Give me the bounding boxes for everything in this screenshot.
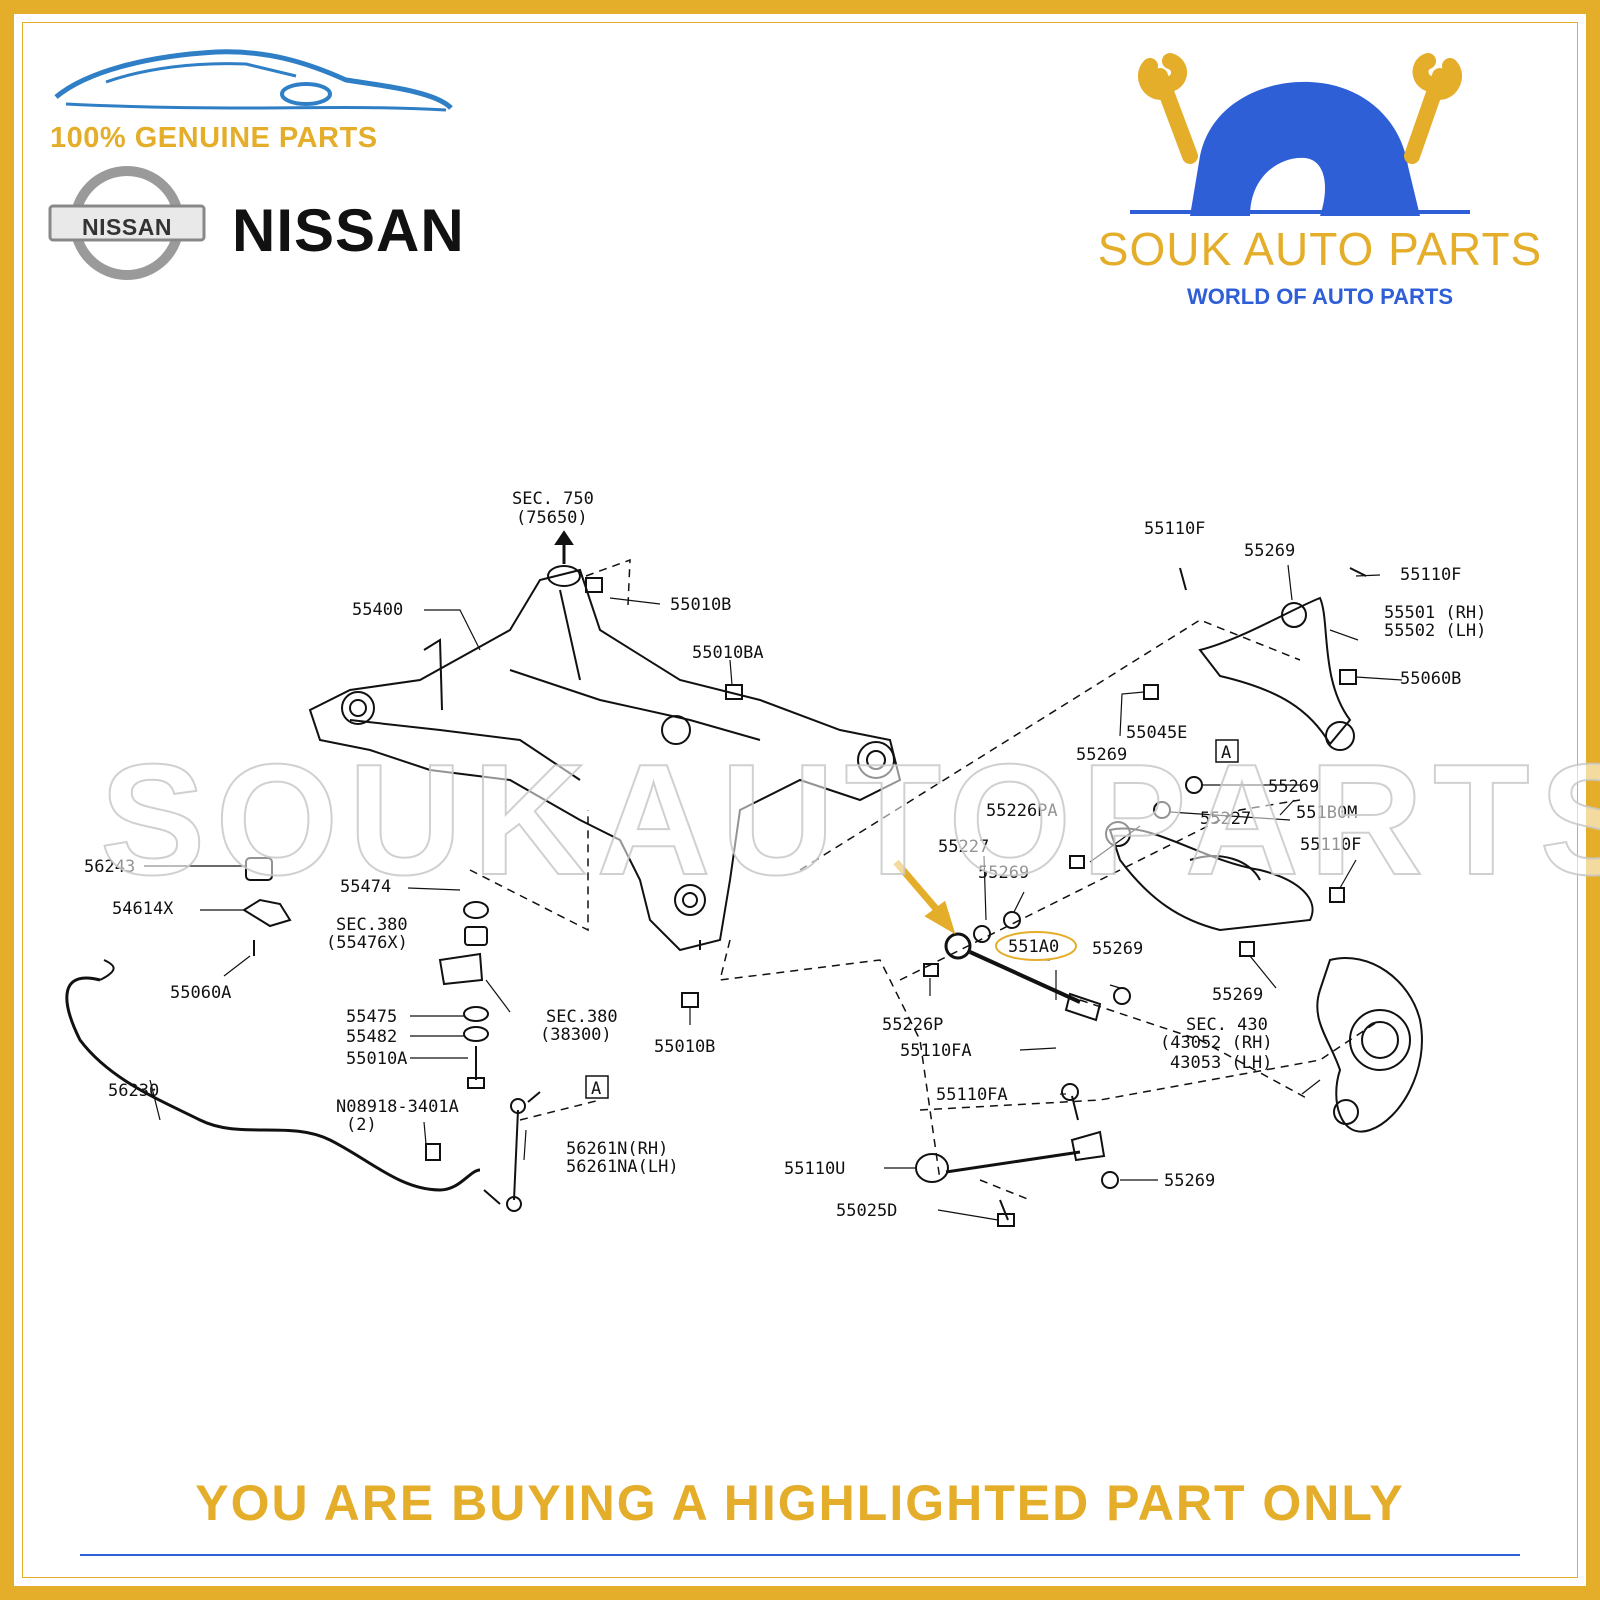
souk-logo-icon bbox=[1130, 53, 1470, 216]
label-43053: 43053 (LH) bbox=[1170, 1053, 1272, 1073]
brand-name: NISSAN bbox=[232, 197, 465, 264]
label-551b0m: 551B0M bbox=[1296, 803, 1357, 823]
nissan-emblem-icon bbox=[48, 166, 206, 280]
label-56230: 56230 bbox=[108, 1081, 159, 1101]
label-55025d: 55025D bbox=[836, 1201, 897, 1221]
label-55227-b: 55227 bbox=[1200, 809, 1251, 829]
label-55110f-r3: 55110F bbox=[1300, 835, 1361, 855]
shop-tagline: WORLD OF AUTO PARTS bbox=[1186, 284, 1454, 309]
label-sec750: SEC. 750 bbox=[512, 489, 594, 509]
label-55269-mid: 55269 bbox=[1076, 745, 1127, 765]
label-55010b-top: 55010B bbox=[670, 595, 731, 615]
label-sec430: SEC. 430 bbox=[1186, 1015, 1268, 1035]
highlight-ellipse bbox=[995, 931, 1077, 961]
label-55400: 55400 bbox=[352, 600, 403, 620]
label-55475: 55475 bbox=[346, 1007, 397, 1027]
label-56243: 56243 bbox=[84, 857, 135, 877]
label-551a0: 551A0 bbox=[1008, 937, 1059, 957]
label-sec380a-sub: (55476X) bbox=[326, 933, 408, 953]
label-55045e: 55045E bbox=[1126, 723, 1187, 743]
pointer-arrow-icon bbox=[893, 859, 956, 935]
lower-link-55110u bbox=[915, 1083, 1119, 1227]
label-box-a-right: A bbox=[1221, 743, 1231, 763]
nissan-emblem-text: NISSAN bbox=[82, 214, 172, 240]
shop-name: SOUK AUTO PARTS bbox=[1097, 223, 1543, 275]
label-55110f-right: 55110F bbox=[1400, 565, 1461, 585]
label-55502: 55502 (LH) bbox=[1384, 621, 1486, 641]
label-55269-f: 55269 bbox=[1164, 1171, 1215, 1191]
label-55110fa-a: 55110FA bbox=[900, 1041, 972, 1061]
label-55110fa-b: 55110FA bbox=[936, 1085, 1008, 1105]
label-55474: 55474 bbox=[340, 877, 391, 897]
parts-diagram: SEC. 750 (75650) 55400 55010B 55010BA 56… bbox=[65, 489, 1486, 1227]
label-56261-rh: 56261N(RH) bbox=[566, 1139, 668, 1159]
label-sec380b: SEC.380 bbox=[546, 1007, 618, 1027]
label-55269-r2: 55269 bbox=[1268, 777, 1319, 797]
label-56261-lh: 56261NA(LH) bbox=[566, 1157, 679, 1177]
footer-notice: YOU ARE BUYING A HIGHLIGHTED PART ONLY bbox=[195, 1475, 1405, 1531]
footer-divider bbox=[80, 1554, 1520, 1556]
highlighted-link-551a0 bbox=[923, 911, 1131, 1022]
label-55501: 55501 (RH) bbox=[1384, 603, 1486, 623]
label-sec380b-sub: (38300) bbox=[540, 1025, 612, 1045]
label-43052: (43052 (RH) bbox=[1160, 1033, 1273, 1053]
subframe-55400 bbox=[308, 565, 902, 952]
label-55269-c: 55269 bbox=[978, 863, 1029, 883]
label-55110f-top: 55110F bbox=[1144, 519, 1205, 539]
label-08918-qty: (2) bbox=[346, 1115, 377, 1135]
label-55269-e: 55269 bbox=[1212, 985, 1263, 1005]
label-55269-d: 55269 bbox=[1092, 939, 1143, 959]
label-55060b: 55060B bbox=[1400, 669, 1461, 689]
inner-frame bbox=[22, 22, 1578, 1578]
label-55110u: 55110U bbox=[784, 1159, 845, 1179]
label-55227-a: 55227 bbox=[938, 837, 989, 857]
label-sec380a: SEC.380 bbox=[336, 915, 408, 935]
label-box-a-left: A bbox=[591, 1079, 601, 1099]
label-55010ba: 55010BA bbox=[692, 643, 764, 663]
label-55010b-bottom: 55010B bbox=[654, 1037, 715, 1057]
label-55482: 55482 bbox=[346, 1027, 397, 1047]
label-55269-top: 55269 bbox=[1244, 541, 1295, 561]
label-sec750-sub: (75650) bbox=[516, 508, 588, 528]
label-55226p: 55226P bbox=[882, 1015, 943, 1035]
label-08918: N08918-3401A bbox=[336, 1097, 459, 1117]
label-55060a: 55060A bbox=[170, 983, 231, 1003]
genuine-parts-text: 100% GENUINE PARTS bbox=[50, 122, 378, 154]
label-55226pa: 55226PA bbox=[986, 801, 1058, 821]
label-54614x: 54614X bbox=[112, 899, 174, 919]
label-55010a: 55010A bbox=[346, 1049, 407, 1069]
car-logo-icon bbox=[54, 49, 453, 112]
watermark: SOUKAUTOPARTS bbox=[99, 731, 1600, 909]
